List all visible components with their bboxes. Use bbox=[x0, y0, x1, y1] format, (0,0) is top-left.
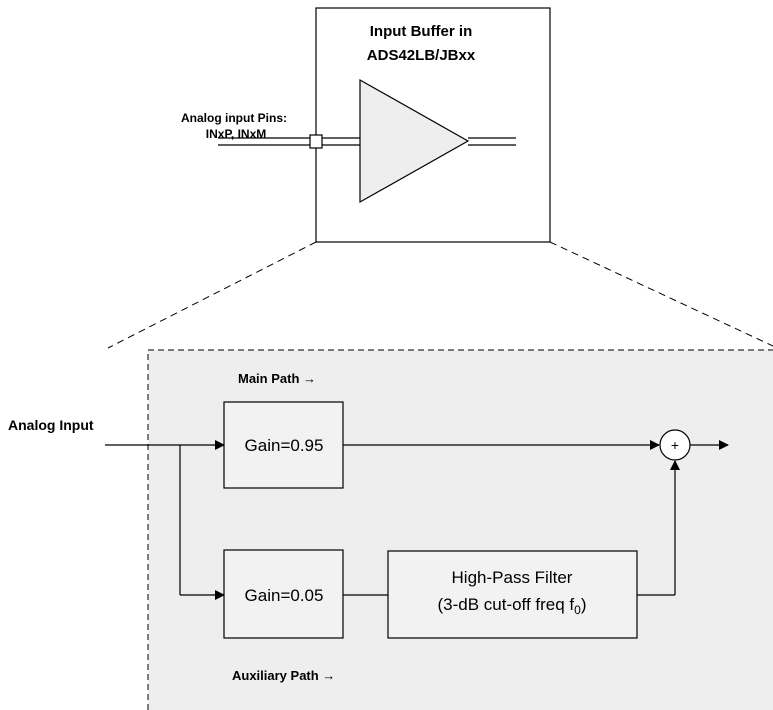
hpf-label-line2-prefix: (3-dB cut-off freq f bbox=[437, 595, 574, 614]
summing-junction-symbol: + bbox=[671, 437, 679, 453]
main-path-label: Main Path → bbox=[238, 371, 316, 386]
hpf-label-line2-suffix: ) bbox=[581, 595, 587, 614]
analog-input-label: Analog Input bbox=[8, 417, 94, 433]
hpf-label-line2: (3-dB cut-off freq f0) bbox=[437, 595, 586, 617]
pins-label-line1: Analog input Pins: bbox=[181, 111, 287, 125]
hpf-block bbox=[387, 550, 638, 639]
gain-aux-block bbox=[223, 549, 344, 639]
input-pin bbox=[309, 134, 323, 149]
gain-aux-label: Gain=0.05 bbox=[245, 586, 324, 605]
hpf-label-line2-sub: 0 bbox=[574, 603, 581, 617]
pins-label-line2: INxP, INxM bbox=[206, 127, 266, 141]
input-buffer-title-line1: Input Buffer in bbox=[370, 23, 472, 40]
gain-main-block bbox=[223, 401, 344, 489]
zoom-line-left bbox=[107, 241, 317, 349]
amplifier-triangle bbox=[359, 78, 470, 204]
gain-main-label: Gain=0.95 bbox=[245, 436, 324, 455]
hpf-label-line1: High-Pass Filter bbox=[452, 568, 573, 587]
input-buffer-title-line2: ADS42LB/JBxx bbox=[367, 47, 476, 64]
aux-path-label: Auxiliary Path → bbox=[232, 668, 335, 683]
zoom-line-right bbox=[549, 241, 773, 347]
